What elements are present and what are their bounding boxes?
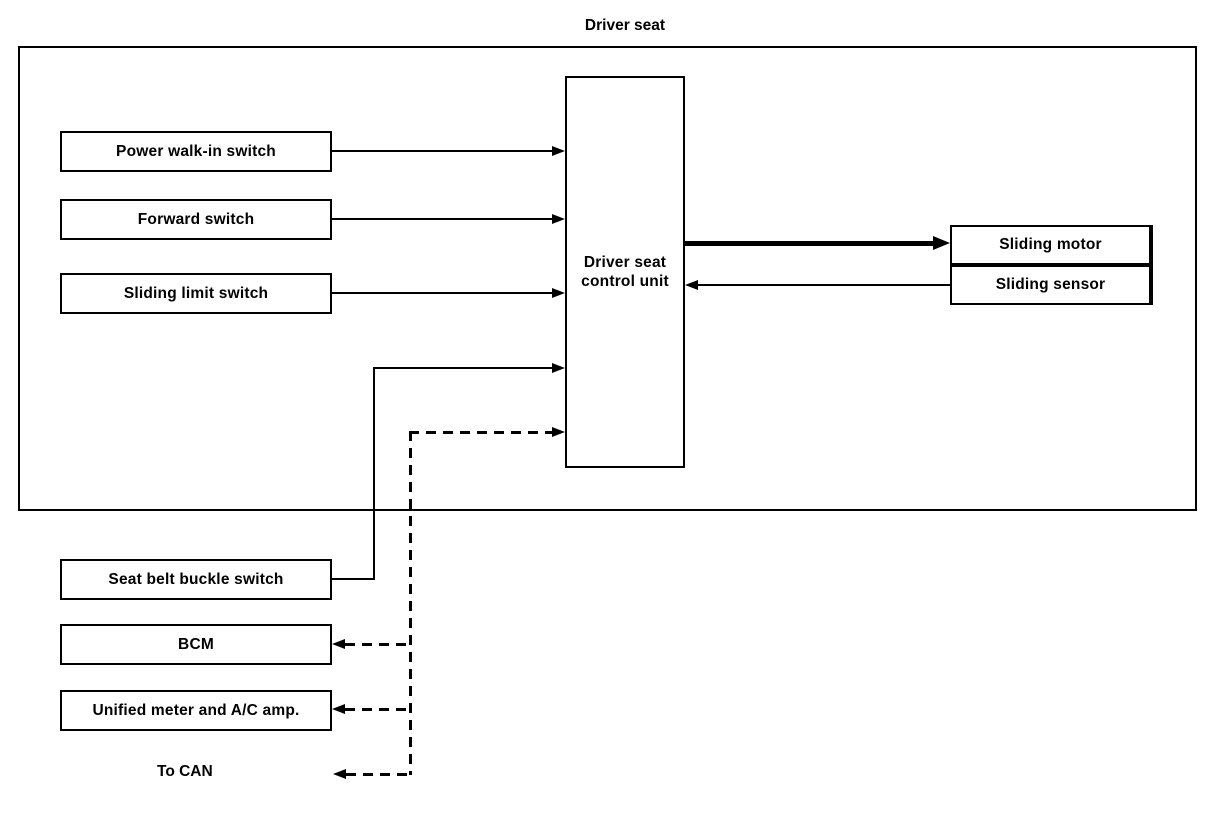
arrowhead-right-icon xyxy=(933,236,950,250)
box-label: Seat belt buckle switch xyxy=(108,570,284,588)
arrowhead-left-icon xyxy=(332,639,345,649)
can-branch-bcm-line xyxy=(345,643,412,646)
arrowhead-right-icon xyxy=(552,427,565,437)
box-power-walk-in-switch: Power walk-in switch xyxy=(60,131,332,172)
can-branch-unified-meter-line xyxy=(345,708,412,711)
box-seat-belt-buckle-switch: Seat belt buckle switch xyxy=(60,559,332,600)
to-can-label: To CAN xyxy=(157,763,213,780)
arrowhead-right-icon xyxy=(552,214,565,224)
connector-sliding-sensor-line xyxy=(696,284,950,286)
arrowhead-right-icon xyxy=(552,146,565,156)
can-branch-control-unit-line xyxy=(409,431,553,434)
box-label: BCM xyxy=(178,635,214,653)
control-unit-label-line1: Driver seat xyxy=(583,254,667,271)
box-forward-switch: Forward switch xyxy=(60,199,332,240)
box-sliding-motor-sensor-stack: Sliding motor Sliding sensor xyxy=(950,225,1153,305)
arrowhead-left-icon xyxy=(332,704,345,714)
box-sliding-motor: Sliding motor xyxy=(952,227,1149,267)
box-unified-meter-ac-amp: Unified meter and A/C amp. xyxy=(60,690,332,731)
box-label: Unified meter and A/C amp. xyxy=(92,701,300,719)
can-trunk-dashed-line xyxy=(409,431,412,775)
connector-seat-belt-vertical-line xyxy=(373,368,375,580)
box-bcm: BCM xyxy=(60,624,332,665)
can-branch-to-can-line xyxy=(346,773,412,776)
connector-sliding-limit-line xyxy=(332,292,554,294)
box-label: Power walk-in switch xyxy=(116,142,276,160)
arrowhead-right-icon xyxy=(552,363,565,373)
connector-forward-switch-line xyxy=(332,218,554,220)
box-label: Forward switch xyxy=(137,210,255,228)
box-sliding-limit-switch: Sliding limit switch xyxy=(60,273,332,314)
arrowhead-left-icon xyxy=(685,280,698,290)
box-driver-seat-control-unit: Driver seat control unit xyxy=(565,76,685,468)
connector-sliding-motor-line xyxy=(685,241,934,246)
driver-seat-boundary xyxy=(18,46,1197,511)
connector-power-walkin-line xyxy=(332,150,554,152)
box-label: Sliding motor xyxy=(999,236,1102,253)
connector-seat-belt-stub-line xyxy=(332,578,375,580)
box-label: Sliding limit switch xyxy=(123,284,269,302)
box-sliding-sensor: Sliding sensor xyxy=(952,267,1149,303)
connector-seat-belt-top-line xyxy=(373,367,554,369)
arrowhead-right-icon xyxy=(552,288,565,298)
diagram-title: Driver seat xyxy=(584,17,666,34)
box-label: Sliding sensor xyxy=(995,276,1106,293)
arrowhead-left-icon xyxy=(333,769,346,779)
control-unit-label-line2: control unit xyxy=(581,273,669,290)
